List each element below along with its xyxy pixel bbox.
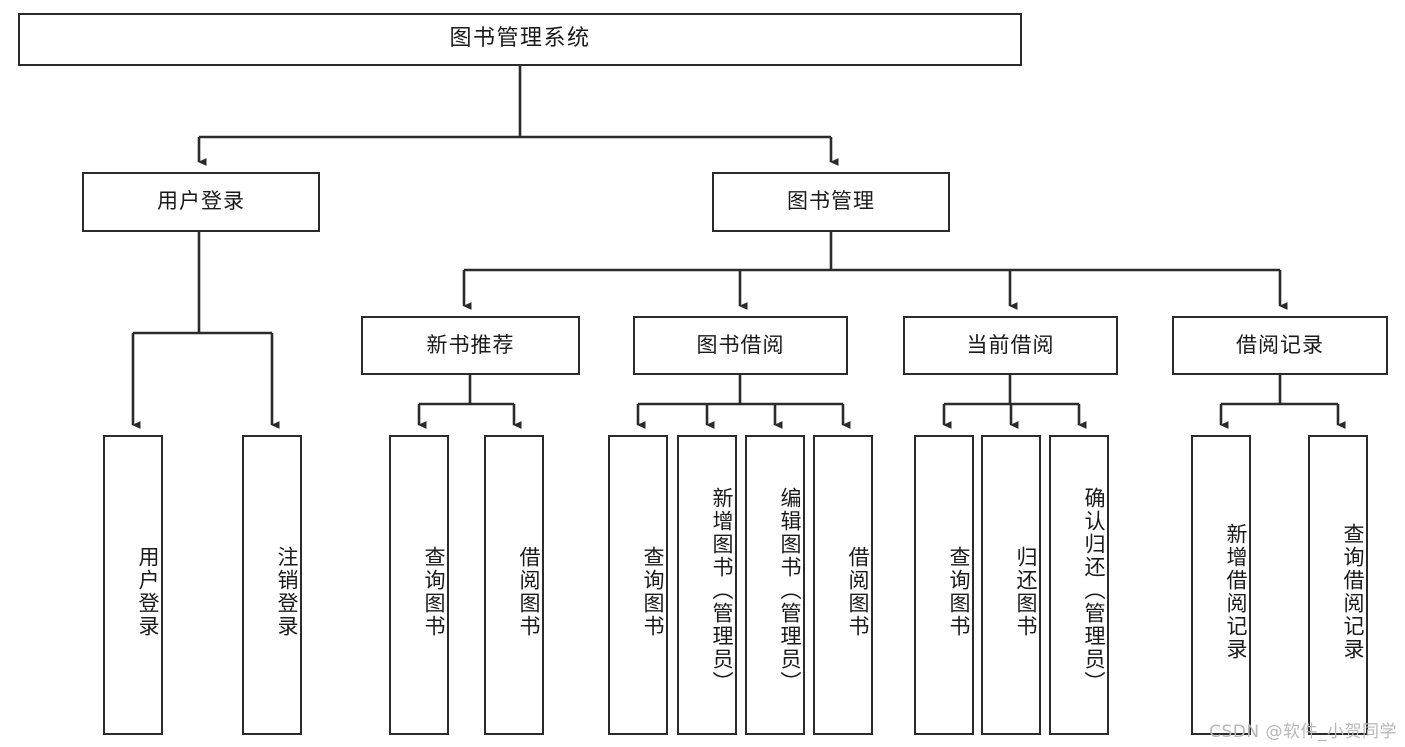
- node-leaf-confirm-return[interactable]: 确认归还（管理员）: [1049, 435, 1109, 735]
- node-book-manage[interactable]: 图书管理: [712, 172, 950, 232]
- node-leaf-add-book[interactable]: 新增图书（管理员）: [677, 435, 737, 735]
- node-current-borrow[interactable]: 当前借阅: [903, 316, 1118, 375]
- watermark: CSDN @软件_小贺同学: [1209, 722, 1397, 742]
- node-leaf-return-book[interactable]: 归还图书: [981, 435, 1041, 735]
- node-leaf-query-record[interactable]: 查询借阅记录: [1308, 435, 1368, 735]
- node-leaf-logout[interactable]: 注销登录: [242, 435, 302, 735]
- node-leaf-borrow-book-2[interactable]: 借阅图书: [813, 435, 873, 735]
- node-user-login[interactable]: 用户登录: [82, 172, 320, 232]
- node-leaf-query-book-1[interactable]: 查询图书: [389, 435, 449, 735]
- node-borrow-record[interactable]: 借阅记录: [1172, 316, 1388, 375]
- node-leaf-edit-book[interactable]: 编辑图书（管理员）: [745, 435, 805, 735]
- node-root[interactable]: 图书管理系统: [18, 13, 1022, 66]
- node-leaf-add-record[interactable]: 新增借阅记录: [1191, 435, 1251, 735]
- node-leaf-borrow-book-1[interactable]: 借阅图书: [484, 435, 544, 735]
- node-leaf-user-login[interactable]: 用户登录: [103, 435, 163, 735]
- node-new-book-rec[interactable]: 新书推荐: [361, 316, 580, 375]
- node-leaf-query-book-3[interactable]: 查询图书: [914, 435, 974, 735]
- node-book-borrow[interactable]: 图书借阅: [633, 316, 848, 375]
- node-leaf-query-book-2[interactable]: 查询图书: [608, 435, 668, 735]
